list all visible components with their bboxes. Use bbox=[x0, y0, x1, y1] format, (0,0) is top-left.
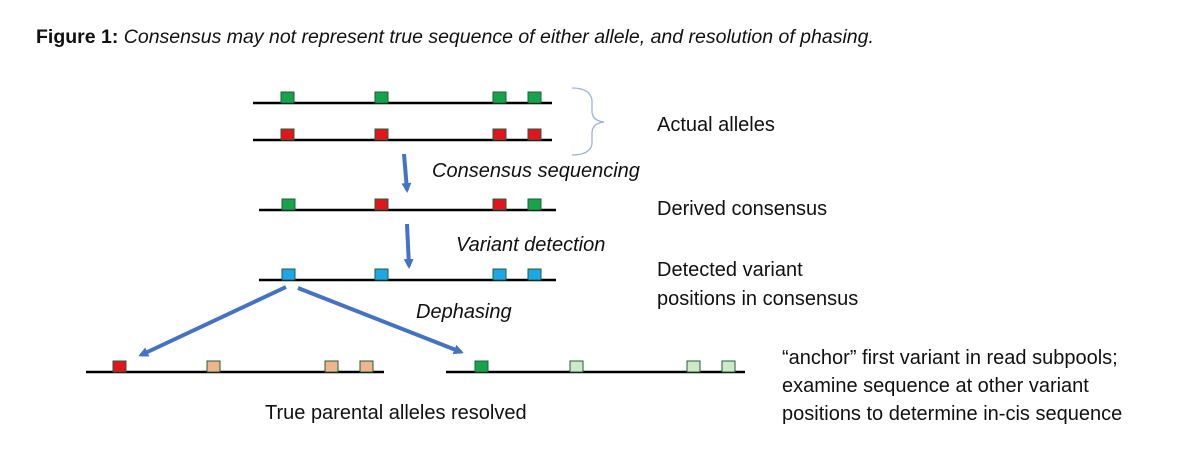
detected-label-line-1: Detected variant bbox=[657, 259, 803, 281]
resolved-allele-2-variant-3 bbox=[686, 360, 701, 373]
detected-variant-2 bbox=[374, 268, 389, 281]
resolved-allele-1-variant-3 bbox=[324, 360, 339, 373]
anchor-note-line-2: examine sequence at other variant bbox=[782, 375, 1089, 397]
allele-1-variant-4 bbox=[527, 91, 542, 104]
consensus-variant-1 bbox=[281, 198, 296, 211]
alleles-brace bbox=[571, 87, 605, 156]
variant-detection-arrow bbox=[403, 223, 414, 269]
dephasing-arrow-right bbox=[297, 286, 464, 355]
consensus-variant-3 bbox=[492, 198, 507, 211]
resolved-allele-1-variant-2 bbox=[206, 360, 221, 373]
variant-detection-label: Variant detection bbox=[456, 234, 605, 256]
resolved-allele-1-anchor bbox=[112, 360, 127, 373]
resolved-allele-2-variant-4 bbox=[721, 360, 736, 373]
derived-consensus-label: Derived consensus bbox=[657, 198, 827, 220]
resolved-allele-2-anchor bbox=[474, 360, 489, 373]
actual-alleles-label: Actual alleles bbox=[657, 114, 775, 136]
dephasing-arrow-left bbox=[138, 285, 287, 357]
consensus-arrow bbox=[401, 153, 412, 193]
detected-variant-4 bbox=[527, 268, 542, 281]
allele-2-variant-3 bbox=[492, 128, 507, 141]
figure-caption: Consensus may not represent true sequenc… bbox=[123, 26, 874, 48]
anchor-note-line-3: positions to determine in-cis sequence bbox=[782, 403, 1122, 425]
detected-variant-1 bbox=[281, 268, 296, 281]
anchor-note-line-1: “anchor” first variant in read subpools; bbox=[782, 347, 1118, 369]
allele-2-variant-4 bbox=[527, 128, 542, 141]
consensus-variant-4 bbox=[527, 198, 542, 211]
resolved-allele-1-variant-4 bbox=[359, 360, 374, 373]
allele-1-variant-1 bbox=[280, 91, 295, 104]
detected-variant-3 bbox=[492, 268, 507, 281]
allele-1-variant-3 bbox=[492, 91, 507, 104]
allele-2-variant-2 bbox=[374, 128, 389, 141]
consensus-variant-2 bbox=[374, 198, 389, 211]
detected-label-line-2: positions in consensus bbox=[657, 288, 858, 310]
dephasing-label: Dephasing bbox=[416, 301, 512, 323]
consensus-sequencing-label: Consensus sequencing bbox=[432, 160, 640, 182]
resolved-allele-2-variant-2 bbox=[569, 360, 584, 373]
allele-2-variant-1 bbox=[280, 128, 295, 141]
figure-title: Figure 1: Consensus may not represent tr… bbox=[36, 26, 874, 49]
allele-1-variant-2 bbox=[374, 91, 389, 104]
resolved-label: True parental alleles resolved bbox=[265, 402, 527, 424]
figure-label: Figure 1: bbox=[36, 26, 119, 48]
